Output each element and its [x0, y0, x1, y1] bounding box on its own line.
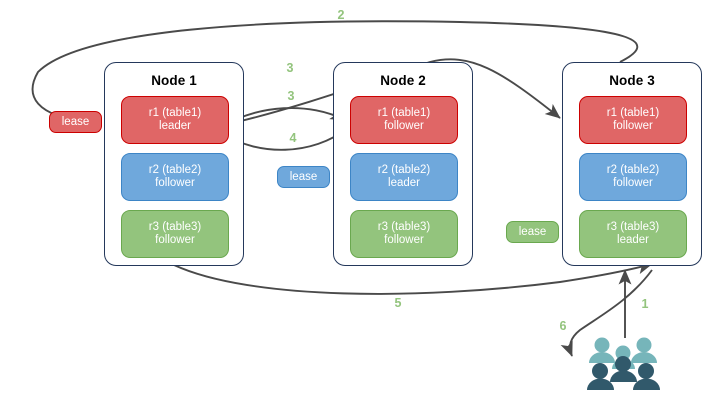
replica-name: r3 (table3)	[377, 220, 431, 233]
node-box-node2[interactable]: Node 2 r1 (table1) follower r2 (table2) …	[333, 62, 473, 266]
replica-node3-r2[interactable]: r2 (table2) follower	[579, 153, 687, 201]
replica-node2-r3[interactable]: r3 (table3) follower	[350, 210, 458, 258]
replica-name: r3 (table3)	[606, 220, 660, 233]
clients-group[interactable]	[586, 336, 664, 396]
replica-role: leader	[617, 234, 649, 246]
replica-name: r2 (table2)	[148, 163, 202, 176]
lease-badge-r3[interactable]: lease	[506, 221, 559, 243]
replica-role: follower	[613, 177, 653, 189]
lease-label: lease	[518, 226, 547, 238]
edge-label-3-arc: 3	[287, 89, 295, 103]
people-group-icon	[587, 337, 660, 390]
replica-node1-r3[interactable]: r3 (table3) follower	[121, 210, 229, 258]
edge-5-path	[173, 261, 653, 295]
edge-label-6: 6	[559, 319, 567, 333]
replica-node2-r2[interactable]: r2 (table2) leader	[350, 153, 458, 201]
replica-node1-r2[interactable]: r2 (table2) follower	[121, 153, 229, 201]
replica-name: r2 (table2)	[377, 163, 431, 176]
edge-label-1: 1	[641, 297, 649, 311]
replica-name: r1 (table1)	[377, 106, 431, 119]
replica-role: follower	[155, 177, 195, 189]
replica-role: follower	[155, 234, 195, 246]
replica-role: follower	[384, 234, 424, 246]
replica-role: follower	[384, 120, 424, 132]
replica-node3-r1[interactable]: r1 (table1) follower	[579, 96, 687, 144]
node-box-node3[interactable]: Node 3 r1 (table1) follower r2 (table2) …	[562, 62, 702, 266]
lease-badge-r1[interactable]: lease	[49, 111, 102, 133]
lease-label: lease	[61, 116, 90, 128]
replica-name: r1 (table1)	[148, 106, 202, 119]
replica-node1-r1[interactable]: r1 (table1) leader	[121, 96, 229, 144]
edge-label-3-diagonal: 3	[286, 61, 294, 75]
lease-label: lease	[289, 171, 318, 183]
edge-label-2: 2	[337, 8, 345, 22]
replica-role: leader	[159, 120, 191, 132]
edge-label-4: 4	[289, 131, 297, 145]
replica-node3-r3[interactable]: r3 (table3) leader	[579, 210, 687, 258]
replica-name: r2 (table2)	[606, 163, 660, 176]
replica-name: r3 (table3)	[148, 220, 202, 233]
replica-name: r1 (table1)	[606, 106, 660, 119]
node-title: Node 1	[151, 73, 197, 88]
node-title: Node 2	[380, 73, 426, 88]
node-title: Node 3	[609, 73, 655, 88]
edge-label-5: 5	[394, 296, 402, 310]
replica-node2-r1[interactable]: r1 (table1) follower	[350, 96, 458, 144]
lease-badge-r2[interactable]: lease	[277, 166, 330, 188]
replica-role: follower	[613, 120, 653, 132]
replica-role: leader	[388, 177, 420, 189]
node-box-node1[interactable]: Node 1 r1 (table1) leader r2 (table2) fo…	[104, 62, 244, 266]
